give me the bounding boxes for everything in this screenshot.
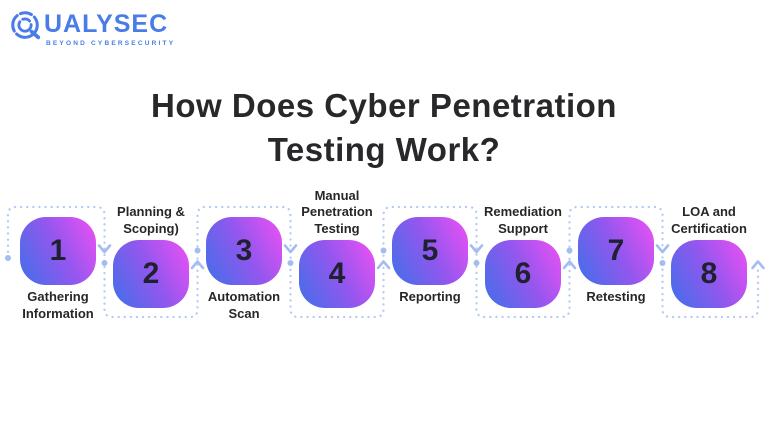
step-label: Remediation Support [483,204,562,236]
arrow-down-icon [469,244,484,254]
step-label: Planning & Scoping) [117,204,185,236]
step-number: 8 [700,257,718,290]
arrow-down-icon [655,244,670,254]
step-label: Retesting [586,289,646,304]
step-box: 1 [20,217,96,285]
arrow-up-icon [376,260,391,270]
path-node-dot [380,247,387,254]
step-box: 2 [113,240,189,308]
step-label: Automation Scan [207,289,281,321]
step-7: 7 Retesting [566,185,666,332]
step-number: 4 [328,257,346,290]
step-box: 7 [578,217,654,285]
step-8: LOA and Certification 8 [659,185,759,332]
step-number: 7 [607,234,625,267]
path-node-dot [659,260,666,266]
path-node-dot [194,247,201,254]
arrow-up-icon [562,260,577,270]
logo-tagline: BEYOND CYBERSECURITY [46,40,176,47]
path-node-dot [5,255,11,261]
flow-path [6,205,760,319]
page-title: How Does Cyber Penetration Testing Work? [151,87,617,168]
step-2: Planning & Scoping) 2 [101,185,201,332]
q-logo-icon [11,11,41,40]
step-label: Gathering Information [22,289,94,321]
path-node-dot [566,247,573,254]
arrow-down-icon [283,244,298,254]
step-label: Reporting [399,289,461,304]
step-box: 6 [485,240,561,308]
step-number: 3 [235,234,253,267]
step-box: 4 [299,240,375,308]
step-3: 3 Automation Scan [194,185,294,332]
arrow-down-icon [97,244,112,254]
step-box: 3 [206,217,282,285]
logo-wordmark: UALYSEC [44,10,169,38]
step-box: 8 [671,240,747,308]
qualysec-logo: UALYSEC BEYOND CYBERSECURITY [8,9,175,47]
step-4: Manual Penetration Testing 4 [287,185,387,332]
step-number: 6 [514,257,532,290]
path-node-dot [473,260,480,266]
process-flow-diagram: 1 Gathering Information Planning & Scopi… [0,185,768,332]
arrow-up-icon [751,260,765,270]
step-box: 5 [392,217,468,285]
step-number: 5 [421,234,439,267]
arrow-up-icon [190,260,205,270]
step-1: 1 Gathering Information [8,185,108,332]
step-label: LOA and Certification [671,204,747,236]
step-label: Manual Penetration Testing [301,187,373,236]
flow-connector-path [5,205,765,319]
path-node-dot [287,260,294,266]
path-node-dot [101,260,108,266]
step-number: 1 [49,234,67,267]
step-6: Remediation Support 6 [473,185,573,332]
step-5: 5 Reporting [380,185,480,332]
step-number: 2 [142,257,160,290]
